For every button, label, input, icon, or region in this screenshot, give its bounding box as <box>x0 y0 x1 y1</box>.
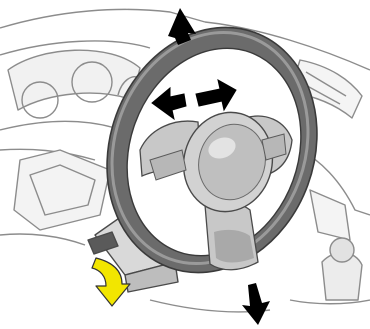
dash-lower-contour <box>0 121 115 130</box>
shifter-knob-icon <box>330 238 354 262</box>
dash-lower-left <box>0 234 85 245</box>
console-panel <box>310 190 350 240</box>
arrow-down-icon <box>242 283 270 325</box>
knee-panel <box>14 150 110 230</box>
spoke-bottom-shade <box>214 230 254 263</box>
instrument-hood <box>8 50 140 110</box>
